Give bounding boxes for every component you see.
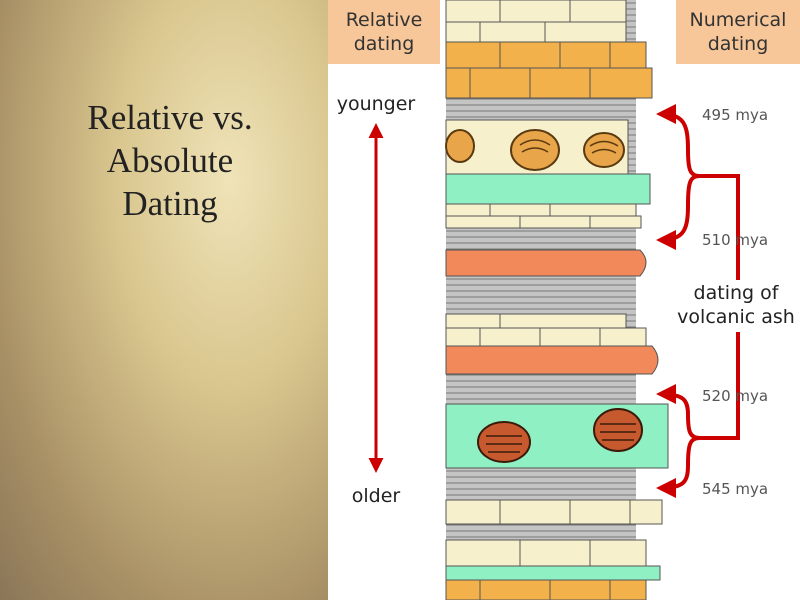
rock-layer-diagram: Relative dating Numerical dating younger…: [328, 0, 800, 600]
layer-teal-upper: [445, 173, 651, 205]
volcanic-ash-note: dating of volcanic ash: [668, 280, 800, 330]
layer-volcanic-ash-lower: [445, 345, 659, 375]
age-label: 520 mya: [702, 387, 768, 405]
trilobite-icon: [593, 408, 643, 452]
age-labels: 495 mya 510 mya 520 mya 545 mya: [702, 106, 768, 498]
layer-shell-fossils: [445, 119, 629, 175]
svg-text:volcanic ash: volcanic ash: [677, 306, 795, 328]
svg-text:dating of: dating of: [694, 282, 780, 304]
numerical-dating-arrows: [656, 104, 740, 498]
numerical-dating-header: Numerical dating: [676, 0, 800, 64]
trilobite-icon: [477, 421, 531, 463]
relative-dating-header: Relative dating: [328, 0, 440, 64]
svg-text:dating: dating: [354, 33, 415, 55]
layer-trilobite-fossils: [445, 403, 669, 469]
slide-title: Relative vs. Absolute Dating: [87, 98, 253, 223]
age-label: 495 mya: [702, 106, 768, 124]
layer-sandstone-top: [445, 0, 653, 99]
layer-volcanic-ash-upper: [445, 249, 647, 277]
younger-label: younger: [337, 93, 416, 115]
svg-text:Relative: Relative: [346, 9, 423, 31]
rock-column: [445, 0, 669, 600]
older-label: older: [352, 485, 401, 507]
relative-time-axis: younger older: [337, 93, 416, 507]
layer-sandstone-bottom: [445, 499, 663, 600]
svg-text:Numerical: Numerical: [690, 9, 787, 31]
layer-limestone-thin: [445, 203, 642, 229]
svg-text:dating: dating: [708, 33, 769, 55]
age-label: 510 mya: [702, 231, 768, 249]
shell-fossil-icon: [445, 129, 475, 163]
age-label: 545 mya: [702, 480, 768, 498]
shell-fossil-icon: [510, 129, 560, 171]
title-panel: Relative vs. Absolute Dating: [0, 0, 328, 600]
